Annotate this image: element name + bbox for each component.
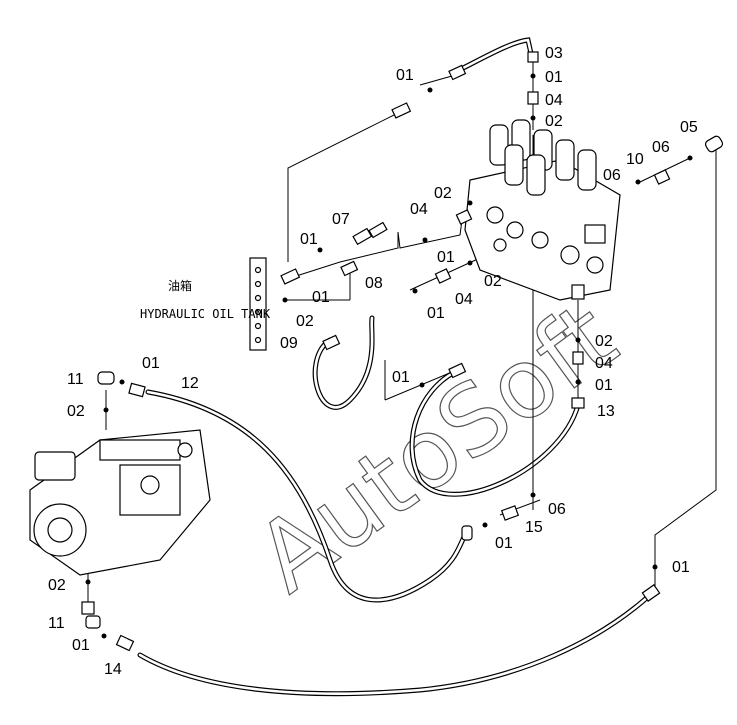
- fittings: [81, 51, 724, 652]
- callout-10: 10: [626, 151, 644, 168]
- callout-02: 02: [67, 403, 85, 420]
- callout-01: 01: [312, 289, 330, 306]
- callout-13: 13: [597, 403, 615, 420]
- hose-09: [312, 315, 375, 410]
- watermark: AutoSoft: [236, 281, 635, 614]
- callout-01: 01: [300, 231, 318, 248]
- control-valve: [464, 119, 621, 301]
- callout-01: 01: [427, 305, 445, 322]
- callout-02: 02: [484, 273, 502, 290]
- callout-09: 09: [280, 335, 298, 352]
- callout-01: 01: [392, 369, 410, 386]
- callout-01: 01: [595, 377, 613, 394]
- callout-11: 11: [67, 371, 84, 388]
- callout-08: 08: [365, 275, 383, 292]
- hose-14: [137, 592, 653, 697]
- callout-01: 01: [72, 637, 90, 654]
- callout-04: 04: [595, 355, 613, 372]
- callout-01: 01: [396, 67, 414, 84]
- callout-01: 01: [495, 535, 513, 552]
- callout-06: 06: [652, 139, 670, 156]
- callout-06: 06: [603, 167, 621, 184]
- callout-02: 02: [545, 113, 563, 130]
- callout-01: 01: [672, 559, 690, 576]
- callout-04: 04: [455, 291, 473, 308]
- callout-03: 03: [545, 45, 563, 62]
- callout-labels: 01 03 01 04 02 05 06 10 06 02 04 07 01 0…: [48, 45, 698, 678]
- oring-markers: [85, 73, 693, 639]
- callout-06: 06: [548, 501, 566, 518]
- callout-02: 02: [595, 333, 613, 350]
- callout-04: 04: [410, 201, 428, 218]
- callout-12: 12: [181, 375, 199, 392]
- tank-label-cn: 油箱: [168, 278, 192, 293]
- callout-04: 04: [545, 92, 563, 109]
- callout-07: 07: [332, 211, 350, 228]
- hydraulic-pump: [29, 429, 211, 576]
- callout-01: 01: [437, 249, 455, 266]
- callout-02: 02: [296, 313, 314, 330]
- callout-01: 01: [142, 355, 160, 372]
- callout-11: 11: [48, 615, 65, 632]
- hoses: [137, 37, 653, 697]
- callout-14: 14: [104, 661, 122, 678]
- tank-label-en: HYDRAULIC OIL TANK: [140, 307, 271, 321]
- callout-02: 02: [434, 185, 452, 202]
- callout-05: 05: [680, 119, 698, 136]
- callout-01: 01: [545, 69, 563, 86]
- callout-02: 02: [48, 577, 66, 594]
- hydraulic-oil-tank-plate: [249, 257, 267, 351]
- callout-15: 15: [525, 519, 543, 536]
